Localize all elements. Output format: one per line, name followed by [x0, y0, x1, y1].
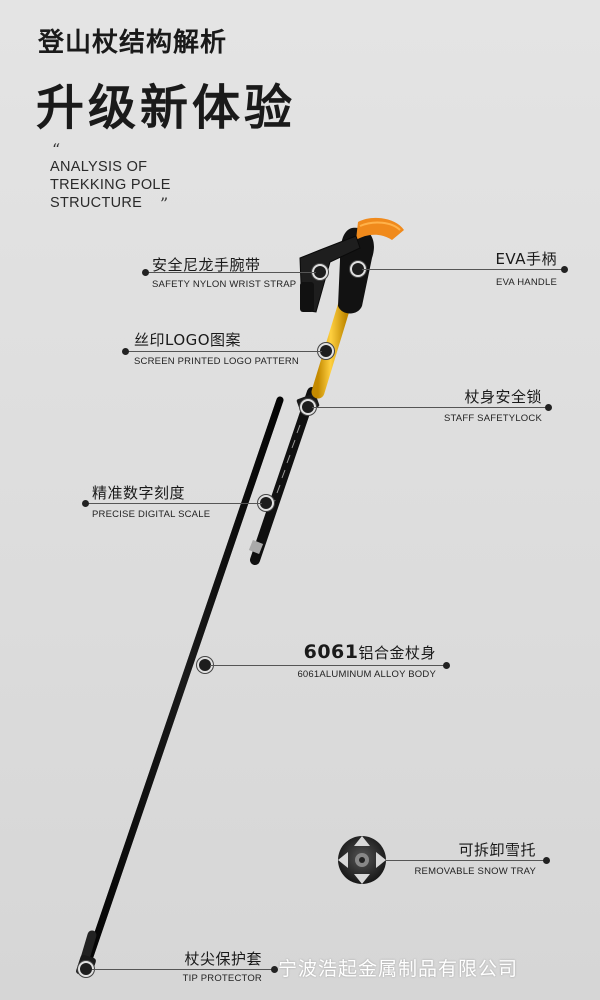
label-wrist-strap: 安全尼龙手腕带 SAFETY NYLON WRIST STRAP: [152, 254, 296, 290]
dot-snow-tray: [543, 857, 550, 864]
label-snow-tray: 可拆卸雪托 REMOVABLE SNOW TRAY: [414, 839, 536, 877]
company-watermark: 宁波浩起金属制品有限公司: [278, 958, 519, 980]
label-scale: 精准数字刻度 PRECISE DIGITAL SCALE: [92, 482, 210, 520]
anchor-alloy-body: [199, 659, 211, 671]
snow-tray-shape: [338, 836, 386, 884]
anchor-tip: [80, 963, 92, 975]
leader-alloy-body: [210, 665, 444, 666]
label-tip-cn: 杖尖保护套: [184, 950, 262, 968]
label-eva-handle-en: EVA HANDLE: [496, 277, 557, 288]
label-alloy-body-num: 6061: [303, 641, 359, 663]
dot-safety-lock: [545, 404, 552, 411]
label-snow-tray-cn: 可拆卸雪托: [458, 841, 536, 859]
dot-alloy-body: [443, 662, 450, 669]
label-scale-en: PRECISE DIGITAL SCALE: [92, 509, 211, 520]
leader-eva-handle: [362, 269, 562, 270]
anchor-eva-handle: [352, 263, 364, 275]
analysis-line-1: ANALYSIS OF: [50, 159, 148, 175]
dot-tip: [271, 966, 278, 973]
label-tip: 杖尖保护套 TIP PROTECTOR: [183, 948, 262, 984]
label-alloy-body-cn: 6061铝合金杖身: [297, 641, 436, 663]
analysis-line-3: STRUCTURE: [50, 195, 143, 211]
dot-scale: [82, 500, 89, 507]
label-alloy-body: 6061铝合金杖身 6061ALUMINUM ALLOY BODY: [297, 641, 436, 680]
close-quote: ”: [160, 194, 169, 213]
anchor-wrist-strap: [314, 266, 326, 278]
leader-tip: [92, 969, 272, 970]
leader-logo: [126, 351, 322, 352]
anchor-logo: [320, 345, 332, 357]
leader-scale: [86, 503, 262, 504]
label-snow-tray-en: REMOVABLE SNOW TRAY: [414, 866, 536, 877]
title-big: 升级新体验: [36, 80, 297, 136]
label-scale-cn: 精准数字刻度: [92, 484, 186, 502]
label-wrist-strap-cn: 安全尼龙手腕带: [152, 256, 261, 274]
dot-logo: [122, 348, 129, 355]
leader-safety-lock: [312, 407, 546, 408]
label-alloy-body-rest: 铝合金杖身: [358, 644, 436, 662]
label-safety-lock-cn: 杖身安全锁: [464, 388, 542, 406]
label-eva-handle-cn: EVA手柄: [495, 250, 557, 268]
anchor-safety-lock: [302, 401, 314, 413]
label-alloy-body-en: 6061ALUMINUM ALLOY BODY: [297, 669, 436, 680]
anchor-scale: [260, 497, 272, 509]
dot-wrist-strap: [142, 269, 149, 276]
leader-wrist-strap: [146, 272, 316, 273]
label-logo-en: SCREEN PRINTED LOGO PATTERN: [134, 356, 299, 367]
leader-snow-tray: [386, 860, 544, 861]
label-logo: 丝印LOGO图案 SCREEN PRINTED LOGO PATTERN: [134, 329, 299, 367]
label-safety-lock-en: STAFF SAFETYLOCK: [443, 413, 542, 424]
label-tip-en: TIP PROTECTOR: [182, 973, 262, 984]
label-wrist-strap-en: SAFETY NYLON WRIST STRAP: [152, 279, 297, 290]
dot-eva-handle: [561, 266, 568, 273]
analysis-text: ANALYSIS OF TREKKING POLE STRUCTURE: [50, 158, 171, 212]
analysis-line-2: TREKKING POLE: [50, 177, 171, 193]
title-small: 登山杖结构解析: [38, 28, 228, 58]
open-quote: “: [52, 140, 61, 159]
label-logo-cn: 丝印LOGO图案: [134, 331, 242, 349]
label-eva-handle: EVA手柄 EVA HANDLE: [495, 248, 557, 288]
label-safety-lock: 杖身安全锁 STAFF SAFETYLOCK: [444, 386, 542, 424]
